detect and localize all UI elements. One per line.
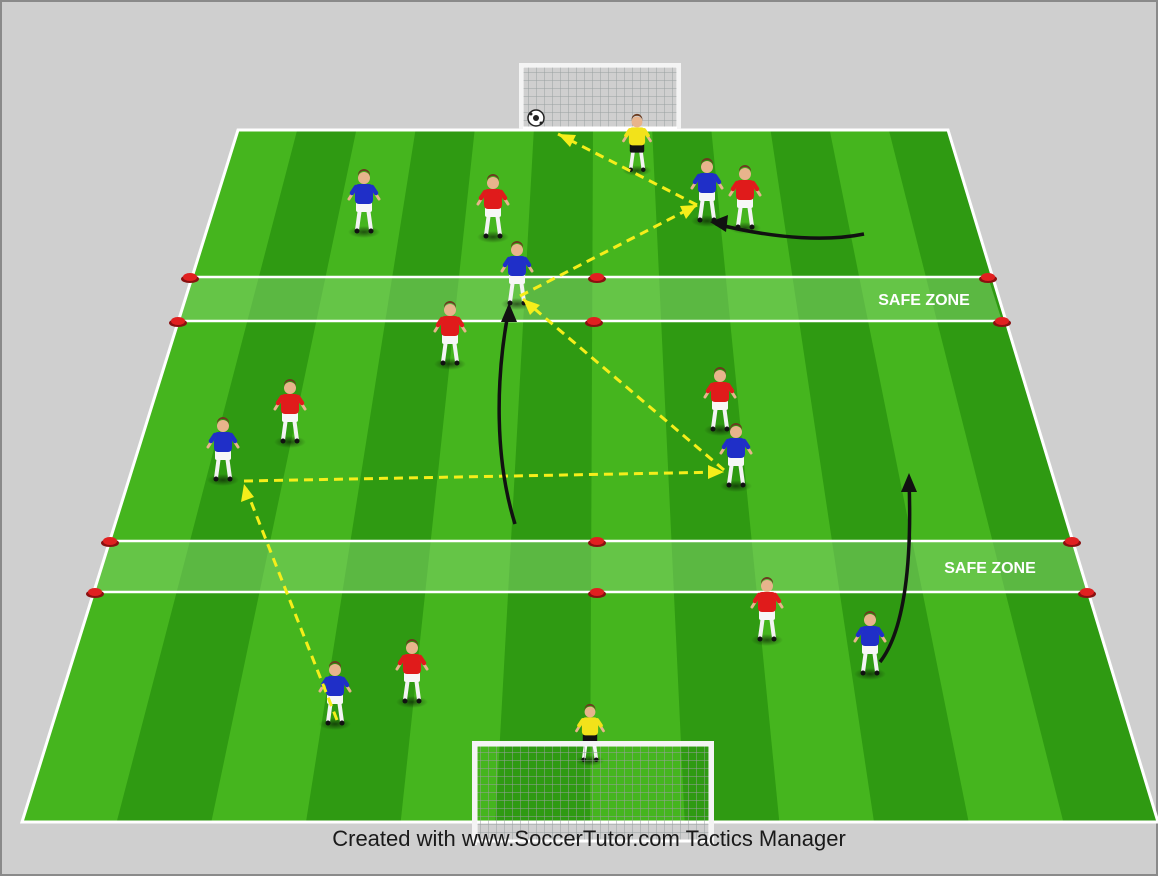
cone-icon (181, 273, 199, 283)
run-arrow (878, 479, 912, 664)
player-icon (347, 169, 381, 238)
arrow-head (708, 465, 724, 479)
cone-icon (588, 537, 606, 547)
arrow-head (710, 215, 728, 232)
soccer-ball-icon (527, 109, 545, 127)
player-icon (433, 301, 467, 370)
player-icon (728, 165, 762, 234)
run-arrows (497, 215, 917, 664)
cone-icon (86, 588, 104, 598)
player-icon (395, 639, 429, 708)
arrow-head (901, 473, 917, 492)
cone-icon (588, 588, 606, 598)
run-arrow (715, 222, 865, 240)
pass-arrow (519, 203, 698, 298)
cone-icon (169, 317, 187, 327)
cone-icon (979, 273, 997, 283)
arrow-head (680, 205, 697, 219)
safe-zone-top (178, 277, 1002, 321)
players (206, 113, 887, 766)
credit-text: Created with www.SoccerTutor.com Tactics… (332, 826, 846, 851)
cone-icon (588, 273, 606, 283)
player-icon (703, 367, 737, 436)
run-arrow (497, 307, 517, 525)
cone-icon (1078, 588, 1096, 598)
arrow-head (501, 303, 517, 322)
pass-arrows (241, 132, 725, 721)
goal-net-icon (472, 741, 714, 845)
cone-icon (1063, 537, 1081, 547)
cone-icon (101, 537, 119, 547)
player-icon (719, 423, 753, 492)
safe-zone-label-bottom: SAFE ZONE (944, 560, 1036, 577)
arrow-head (241, 484, 254, 502)
cone-icon (585, 317, 603, 327)
player-icon (273, 379, 307, 448)
safe-zone-label-top: SAFE ZONE (878, 292, 970, 309)
pass-arrow (243, 470, 725, 483)
arrow-head (523, 299, 540, 315)
player-icon (476, 174, 510, 243)
player-icon (853, 611, 887, 680)
arrow-head (558, 134, 576, 147)
pass-arrow (242, 483, 339, 721)
safe-zone-bottom (95, 541, 1087, 592)
player-icon (622, 113, 652, 176)
player-icon (690, 158, 724, 227)
player-icon (750, 577, 784, 646)
pass-arrow (557, 132, 698, 207)
player-icon (206, 417, 240, 486)
pitch (22, 130, 1158, 822)
goal-net-icon (519, 63, 681, 130)
cones (86, 273, 1096, 598)
cone-icon (993, 317, 1011, 327)
